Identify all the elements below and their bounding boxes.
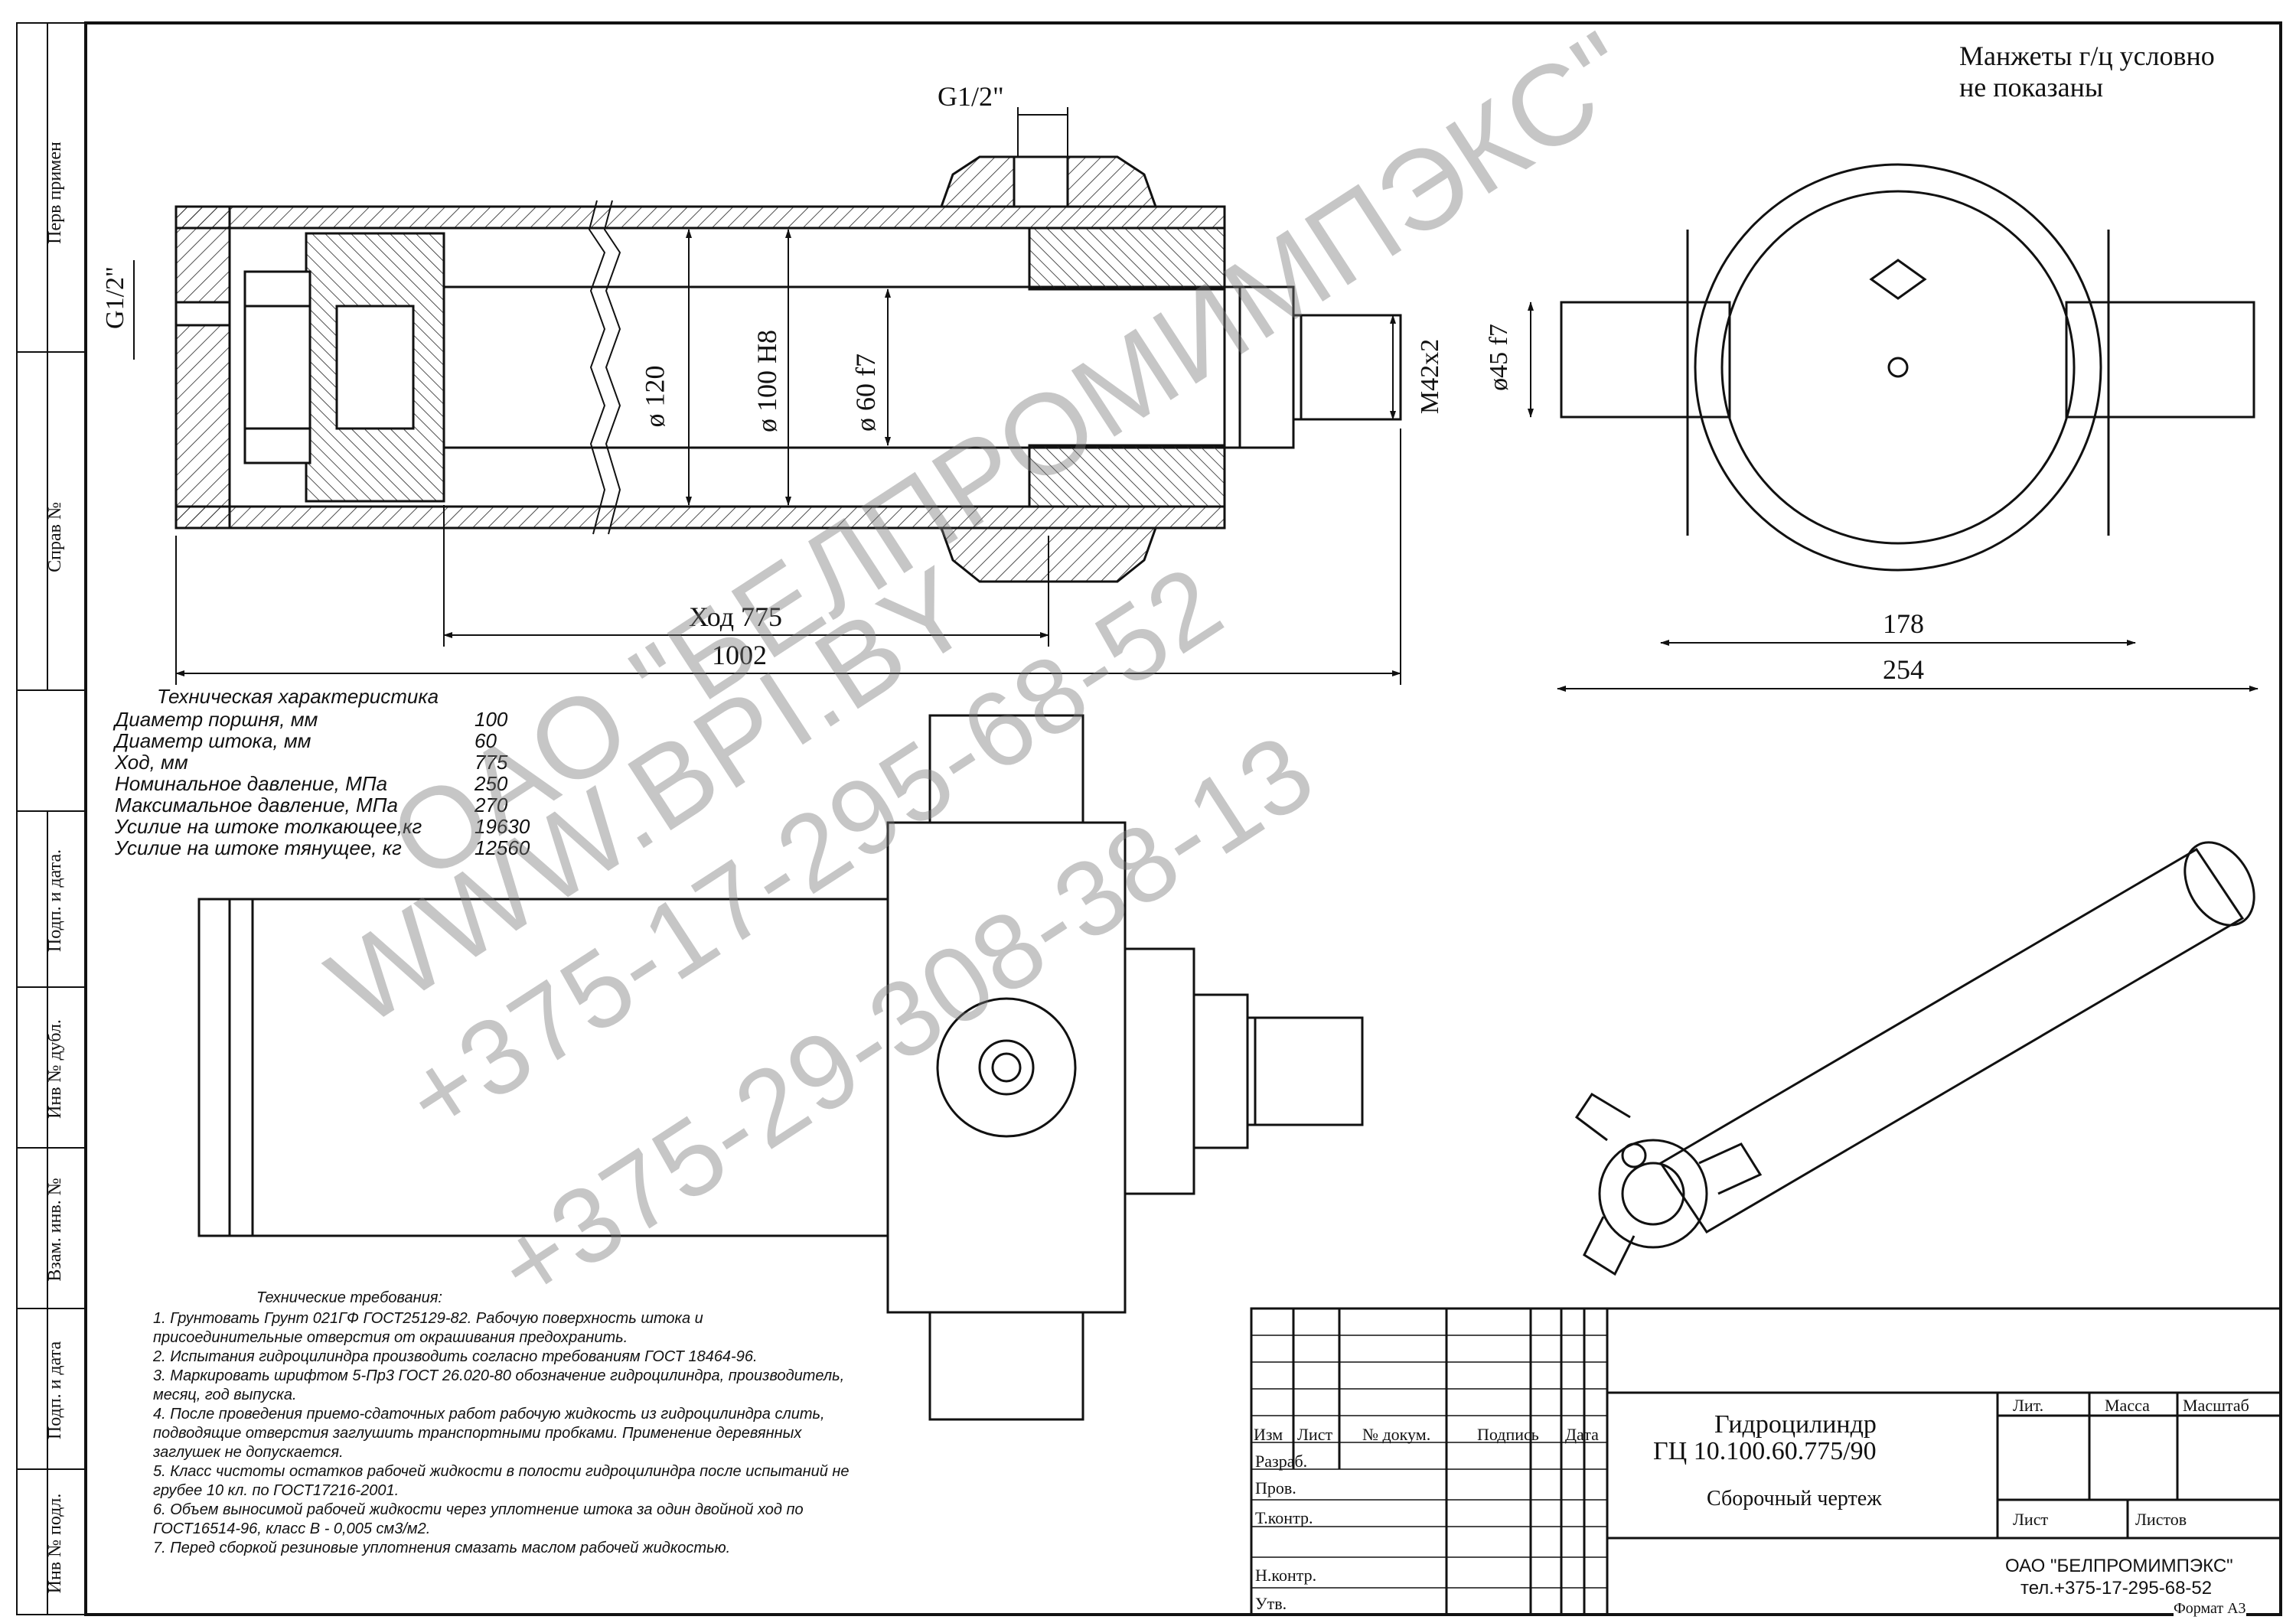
strip-inv-podl: Инв № подл. <box>45 1493 65 1594</box>
requirement-line: 4. После проведения приемо-сдаточных раб… <box>153 1406 825 1423</box>
spec-value: 12560 <box>475 836 530 859</box>
requirement-line: 6. Объем выносимой рабочей жидкости чере… <box>153 1501 804 1518</box>
tb-tkontr: Т.контр. <box>1255 1508 1313 1527</box>
tb-col-izm: Изм <box>1254 1425 1283 1444</box>
tb-utv: Утв. <box>1255 1594 1287 1613</box>
tb-col-list: Лист <box>1297 1425 1333 1444</box>
dim-width-178: 178 <box>1883 608 1924 639</box>
requirement-line: 1. Грунтовать Грунт 021ГФ ГОСТ25129-82. … <box>153 1310 703 1327</box>
cylinder-end-view <box>1528 163 2258 692</box>
tb-format: Формат А3 <box>2174 1600 2246 1617</box>
spec-label: Диаметр штока, мм <box>115 729 311 752</box>
spec-label: Ход, мм <box>115 751 188 774</box>
tb-massa: Масса <box>2105 1396 2150 1415</box>
cylinder-isometric-view <box>1574 841 2255 1276</box>
spec-label: Диаметр поршня, мм <box>115 708 318 731</box>
spec-value: 270 <box>475 794 508 816</box>
dim-width-254: 254 <box>1883 654 1924 685</box>
requirement-line: 3. Маркировать шрифтом 5-Пр3 ГОСТ 26.020… <box>153 1367 845 1384</box>
note-line-2: не показаны <box>1959 72 2104 103</box>
requirement-line: 5. Класс чистоты остатков рабочей жидкос… <box>153 1463 850 1480</box>
strip-sprav: Справ № <box>45 502 65 572</box>
dim-m42: M42x2 <box>1416 338 1445 415</box>
specs-title: Техническая характеристика <box>157 685 439 708</box>
requirement-line: ГОСТ16514-96, класс В - 0,005 см3/м2. <box>153 1520 431 1537</box>
tb-col-data: Дата <box>1565 1425 1599 1444</box>
dim-d60: ø 60 f7 <box>850 354 881 432</box>
tb-col-doc: № докум. <box>1362 1425 1431 1444</box>
tb-list: Лист <box>2013 1510 2049 1529</box>
tb-prov: Пров. <box>1255 1478 1296 1498</box>
spec-label: Усилие на штоке тянущее, кг <box>115 836 402 859</box>
tb-listov: Листов <box>2135 1510 2187 1529</box>
requirement-line: подводящие отверстия заглушить транспорт… <box>153 1425 802 1442</box>
tb-company: ОАО "БЕЛПРОМИМПЭКС" <box>2005 1556 2233 1576</box>
tb-razrab: Разраб. <box>1255 1452 1308 1471</box>
dim-d45: ø45 f7 <box>1484 324 1513 391</box>
spec-value: 19630 <box>475 815 530 838</box>
note-line-1: Манжеты г/ц условно <box>1959 41 2215 71</box>
dim-len-1002: 1002 <box>712 640 767 670</box>
dim-g-top: G1/2" <box>938 81 1004 112</box>
tb-lit: Лит. <box>2013 1396 2044 1415</box>
strip-vzam-inv: Взам. инв. № <box>45 1178 65 1282</box>
spec-value: 60 <box>475 729 497 752</box>
requirements-title: Технические требования: <box>256 1289 442 1306</box>
tb-product-code: ГЦ 10.100.60.775/90 <box>1653 1437 1877 1465</box>
requirement-line: 7. Перед сборкой резиновые уплотнения см… <box>153 1540 731 1556</box>
dim-g-left: G1/2" <box>100 266 129 329</box>
dim-d100: ø 100 H8 <box>752 330 782 432</box>
requirement-line: 2. Испытания гидроцилиндра производить с… <box>153 1348 758 1365</box>
spec-value: 100 <box>475 708 508 731</box>
strip-podp-data-1: Подп. и дата. <box>45 849 65 953</box>
requirement-line: месяц, год выпуска. <box>153 1387 297 1403</box>
strip-inv-dubl: Инв № дубл. <box>45 1019 65 1119</box>
tb-masshtab: Масштаб <box>2183 1396 2249 1415</box>
dim-stroke: Ход 775 <box>689 601 783 632</box>
strip-podp-data-2: Подп. и дата <box>45 1341 65 1440</box>
tb-col-podpis: Подпись <box>1477 1425 1539 1444</box>
spec-value: 775 <box>475 751 508 774</box>
section-dimensions <box>133 107 1401 685</box>
left-strip <box>16 22 86 1615</box>
requirement-line: присоединительные отверстия от окрашиван… <box>153 1329 628 1346</box>
spec-label: Усилие на штоке толкающее,кг <box>115 815 422 838</box>
strip-perv-primen: Перв примен <box>45 142 65 244</box>
cylinder-section-view <box>174 155 1402 583</box>
tb-doc-type: Сборочный чертеж <box>1707 1487 1882 1511</box>
requirement-line: заглушек не допускается. <box>153 1444 344 1461</box>
tb-nkontr: Н.контр. <box>1255 1566 1317 1585</box>
tb-product-name: Гидроцилиндр <box>1714 1410 1877 1439</box>
spec-label: Максимальное давление, МПа <box>115 794 398 816</box>
spec-value: 250 <box>475 772 508 795</box>
tb-phone: тел.+375-17-295-68-52 <box>2020 1578 2213 1599</box>
title-block <box>1250 1307 2282 1616</box>
spec-label: Номинальное давление, МПа <box>115 772 388 795</box>
dim-d120: ø 120 <box>639 365 670 428</box>
requirement-line: грубее 10 кл. по ГОСТ17216-2001. <box>153 1482 400 1499</box>
cylinder-outer-view <box>197 714 1364 1421</box>
